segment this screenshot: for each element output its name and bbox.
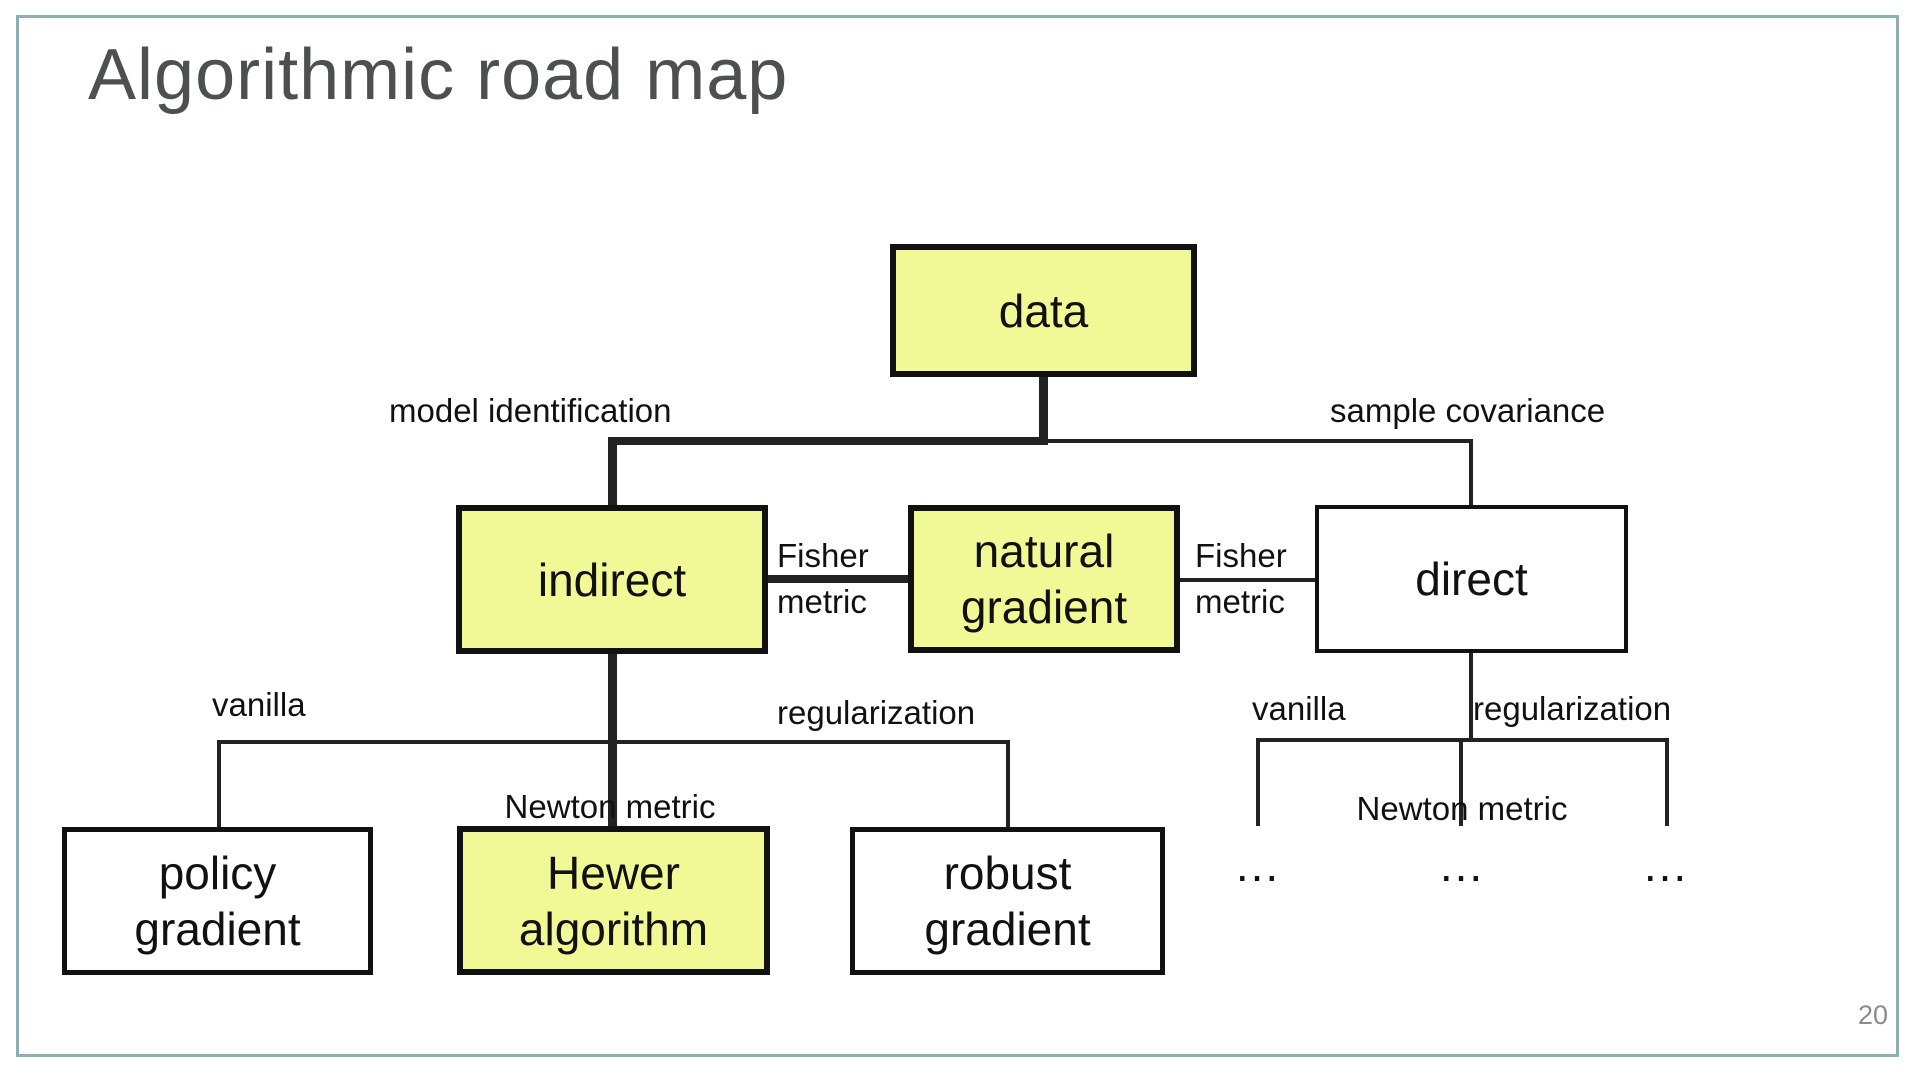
edge-label-fisher-metric-right: Fisher metric [1195, 537, 1287, 620]
connector-indirect-natural-gradient [768, 575, 910, 583]
connector-left-branch-horizontal [217, 740, 1010, 744]
connector-data-stem [1039, 377, 1048, 445]
slide-title: Algorithmic road map [88, 35, 789, 115]
connector-indirect-bottom [608, 652, 617, 827]
leaf-ellipsis-regularization-direct: ... [1643, 839, 1689, 891]
edge-label-newton-metric-right: Newton metric [1356, 790, 1568, 827]
node-hewer-algorithm: Hewer algorithm [457, 826, 770, 975]
node-data: data [890, 244, 1197, 377]
node-natural-gradient-label: natural gradient [960, 525, 1128, 633]
edge-label-fisher-metric-left: Fisher metric [777, 537, 869, 620]
page-number: 20 [1857, 1000, 1888, 1030]
node-natural-gradient: natural gradient [908, 505, 1180, 653]
node-policy-gradient-label: policy gradient [134, 847, 301, 955]
connector-vanilla-direct-drop [1256, 738, 1260, 826]
connector-newton-direct-drop [1459, 738, 1463, 826]
edge-label-model-identification: model identification [389, 392, 672, 429]
connector-robust-gradient-drop [1006, 740, 1010, 827]
edge-label-newton-metric-left: Newton metric [504, 788, 716, 825]
leaf-ellipsis-vanilla-direct: ... [1235, 839, 1281, 891]
node-direct: direct [1315, 505, 1628, 653]
node-robust-gradient-label: robust gradient [924, 847, 1091, 955]
node-hewer-algorithm-label: Hewer algorithm [518, 846, 709, 955]
edge-label-sample-covariance: sample covariance [1330, 392, 1606, 429]
edge-label-vanilla-right: vanilla [1252, 690, 1346, 727]
connector-natural-gradient-direct [1178, 578, 1317, 582]
connector-direct-bottom [1469, 651, 1473, 742]
node-direct-label: direct [1415, 553, 1528, 605]
connector-indirect-top [608, 437, 617, 505]
connector-policy-gradient-drop [217, 740, 221, 827]
node-indirect: indirect [456, 505, 768, 654]
edge-label-regularization-right: regularization [1473, 690, 1672, 727]
connector-sample-covariance-horizontal [1043, 439, 1473, 443]
node-robust-gradient: robust gradient [850, 827, 1165, 975]
connector-direct-top [1469, 439, 1473, 505]
node-indirect-label: indirect [537, 553, 687, 606]
edge-label-regularization-left: regularization [777, 694, 976, 731]
edge-label-vanilla-left: vanilla [212, 686, 306, 723]
node-data-label: data [998, 284, 1089, 337]
leaf-ellipsis-newton-direct: ... [1439, 839, 1485, 891]
connector-model-identification-horizontal [608, 437, 1048, 445]
node-policy-gradient: policy gradient [62, 827, 373, 975]
connector-regularization-direct-drop [1665, 738, 1669, 826]
